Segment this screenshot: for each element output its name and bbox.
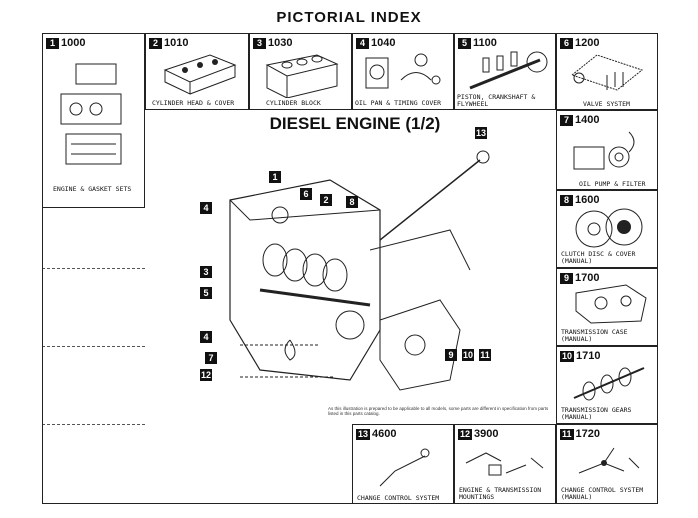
callout-9[interactable]: 9 bbox=[445, 349, 457, 361]
section-code: 1040 bbox=[371, 37, 396, 49]
callout-1[interactable]: 1 bbox=[269, 171, 281, 183]
section-badge: 7 bbox=[560, 114, 573, 126]
section-code: 1010 bbox=[164, 37, 189, 49]
valve-system-icon bbox=[570, 54, 644, 91]
section-caption: ENGINE & GASKET SETS bbox=[53, 185, 132, 193]
oil-pump-icon bbox=[573, 131, 635, 170]
section-code: 1030 bbox=[268, 37, 293, 49]
section-code: 1000 bbox=[61, 37, 86, 49]
section-badge: 8 bbox=[560, 194, 573, 206]
illustration-note: As this illustration is prepared to be a… bbox=[328, 406, 549, 416]
section-badge: 6 bbox=[560, 37, 573, 49]
callout-11[interactable]: 11 bbox=[479, 349, 491, 361]
divider bbox=[42, 268, 145, 269]
section-caption: TRANSMISSION CASE (MANUAL) bbox=[561, 328, 628, 343]
section-caption: CYLINDER HEAD & COVER bbox=[152, 99, 235, 107]
section-code: 1400 bbox=[575, 114, 600, 126]
section-caption: VALVE SYSTEM bbox=[583, 100, 630, 108]
section-code: 1600 bbox=[575, 194, 600, 206]
callout-8[interactable]: 8 bbox=[346, 196, 358, 208]
mountings-icon bbox=[465, 452, 544, 476]
transmission-case-icon bbox=[575, 284, 647, 324]
clutch-disc-icon bbox=[575, 208, 643, 248]
section-code: 1720 bbox=[575, 428, 600, 440]
section-caption: PISTON, CRANKSHAFT & FLYWHEEL bbox=[457, 93, 536, 108]
section-caption: CHANGE CONTROL SYSTEM (MANUAL) bbox=[561, 486, 644, 501]
section-badge: 13 bbox=[356, 428, 371, 440]
section-badge: 1 bbox=[46, 37, 59, 49]
section-code: 3900 bbox=[474, 428, 499, 440]
section-caption: OIL PAN & TIMING COVER bbox=[355, 99, 442, 107]
section-badge: 3 bbox=[253, 37, 266, 49]
shift-lever-icon bbox=[379, 448, 430, 487]
section-code: 1200 bbox=[575, 37, 600, 49]
engine-gasket-icon bbox=[60, 63, 122, 165]
divider bbox=[42, 424, 145, 425]
section-code: 1100 bbox=[473, 37, 497, 49]
crankshaft-icon bbox=[469, 51, 548, 90]
section-caption: OIL PUMP & FILTER bbox=[579, 180, 646, 188]
cylinder-block-icon bbox=[265, 54, 339, 98]
section-caption: CYLINDER BLOCK bbox=[266, 99, 321, 107]
divider bbox=[42, 346, 145, 347]
callout-4[interactable]: 4 bbox=[200, 202, 212, 214]
section-caption: TRANSMISSION GEARS (MANUAL) bbox=[561, 406, 632, 421]
diesel-engine-diagram bbox=[229, 150, 490, 391]
change-control-icon bbox=[578, 447, 640, 474]
section-badge: 10 bbox=[560, 350, 575, 362]
section-badge: 2 bbox=[149, 37, 162, 49]
section-badge: 9 bbox=[560, 272, 573, 284]
callout-10[interactable]: 10 bbox=[462, 349, 474, 361]
section-badge: 4 bbox=[356, 37, 369, 49]
section-code: 1710 bbox=[576, 350, 601, 362]
section-code: 1700 bbox=[575, 272, 600, 284]
bottom-border bbox=[42, 503, 352, 504]
callout-12[interactable]: 12 bbox=[200, 369, 212, 381]
section-caption: CHANGE CONTROL SYSTEM bbox=[357, 494, 440, 502]
section-caption: ENGINE & TRANSMISSION MOUNTINGS bbox=[459, 486, 542, 501]
section-code: 4600 bbox=[372, 428, 397, 440]
callout-2[interactable]: 2 bbox=[320, 194, 332, 206]
callout-6[interactable]: 6 bbox=[300, 188, 312, 200]
cylinder-head-icon bbox=[163, 54, 237, 95]
callout-5[interactable]: 5 bbox=[200, 287, 212, 299]
section-badge: 5 bbox=[458, 37, 471, 49]
section-caption: CLUTCH DISC & COVER (MANUAL) bbox=[561, 250, 636, 265]
page-title: PICTORIAL INDEX bbox=[276, 9, 422, 26]
transmission-gears-icon bbox=[573, 367, 645, 401]
callout-3[interactable]: 3 bbox=[200, 266, 212, 278]
callout-4b[interactable]: 4 bbox=[200, 331, 212, 343]
oil-pan-icon bbox=[365, 53, 441, 89]
callout-13[interactable]: 13 bbox=[475, 127, 487, 139]
section-badge: 12 bbox=[458, 428, 473, 440]
diagram-title: DIESEL ENGINE (1/2) bbox=[269, 114, 441, 133]
section-badge: 11 bbox=[560, 428, 574, 440]
left-column-border bbox=[42, 208, 43, 504]
callout-7[interactable]: 7 bbox=[205, 352, 217, 364]
